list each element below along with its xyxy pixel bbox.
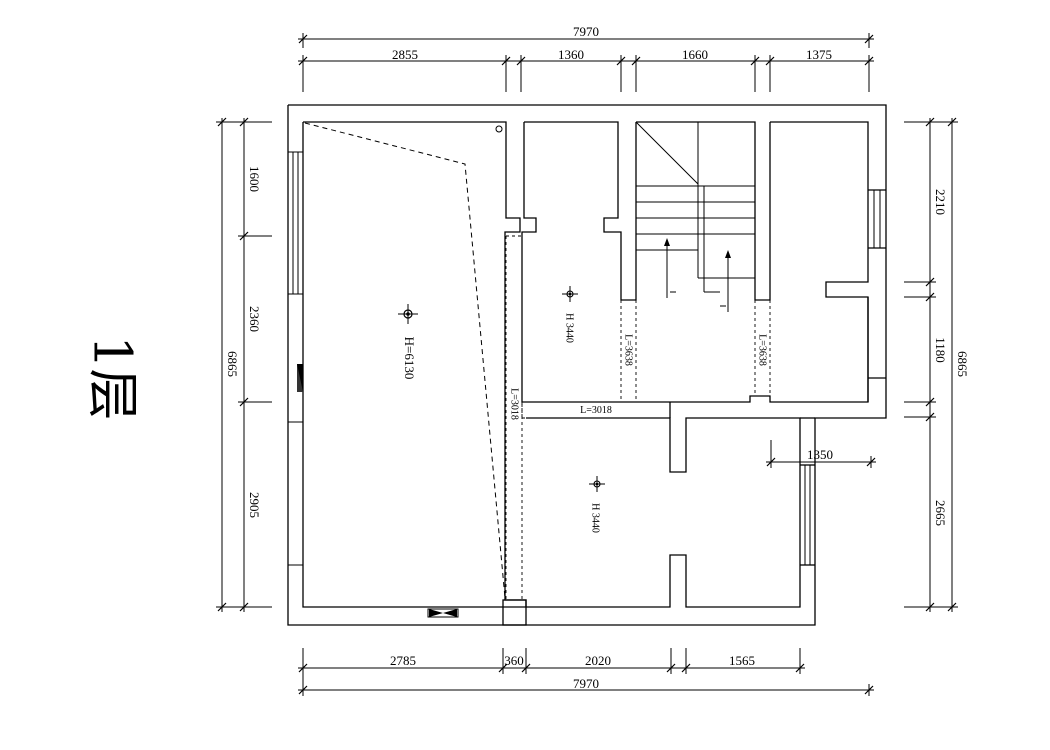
- ceiling-marker-upper: [562, 286, 578, 302]
- ceiling-label-main-hall: H=6130: [402, 337, 417, 380]
- beam-label-2: L=3018: [580, 405, 612, 416]
- right-total-dim: 6865: [955, 351, 970, 377]
- ceiling-label-lower-room: H 3440: [590, 503, 601, 533]
- bottom-dim-1: 2785: [390, 653, 416, 668]
- left-dim-2: 2360: [247, 306, 262, 332]
- top-dim-3: 1660: [682, 47, 708, 62]
- ceiling-marker-lower: [589, 476, 605, 492]
- beam-label-1: L=3018: [509, 388, 520, 420]
- bottom-total-dim: 7970: [573, 676, 599, 691]
- top-dim-1: 2855: [392, 47, 418, 62]
- beam-label-3: L=3638: [623, 334, 634, 366]
- windows: [287, 151, 887, 566]
- right-dimensions: 6865 2210 1180 2665: [904, 117, 970, 612]
- right-dim-1: 2210: [933, 189, 948, 215]
- left-total-dim: 6865: [225, 351, 240, 377]
- top-dimensions: 7970 2855 1360 1660 1375: [298, 24, 874, 92]
- column-symbol: [495, 125, 503, 133]
- ceiling-marker-main: [398, 304, 418, 324]
- left-dim-3: 2905: [247, 492, 262, 518]
- wall-marker-left: [297, 364, 303, 392]
- door-symbol-bottom: [427, 608, 459, 618]
- top-total-dim: 7970: [573, 24, 599, 39]
- bottom-dim-3: 2020: [585, 653, 611, 668]
- left-dim-1: 1600: [247, 166, 262, 192]
- bottom-dim-2: 360: [504, 653, 524, 668]
- walls: [287, 104, 887, 626]
- ceiling-label-upper-room: H 3440: [564, 313, 575, 343]
- bottom-dimensions: 2785 360 2020 1565 7970: [298, 648, 874, 696]
- dashed-lines: [304, 122, 771, 600]
- right-dim-3: 2665: [933, 500, 948, 526]
- top-dim-2: 1360: [558, 47, 584, 62]
- inner-dim-label: 1350: [807, 447, 833, 462]
- inner-dimension: 1350: [766, 440, 876, 468]
- beam-label-4: L=3638: [757, 334, 768, 366]
- right-dim-2: 1180: [933, 337, 948, 363]
- bottom-dim-4: 1565: [729, 653, 755, 668]
- staircase: [635, 121, 755, 312]
- floor-title: 1层: [82, 335, 142, 420]
- top-dim-4: 1375: [806, 47, 832, 62]
- left-dimensions: 6865 1600 2360 2905: [216, 117, 272, 612]
